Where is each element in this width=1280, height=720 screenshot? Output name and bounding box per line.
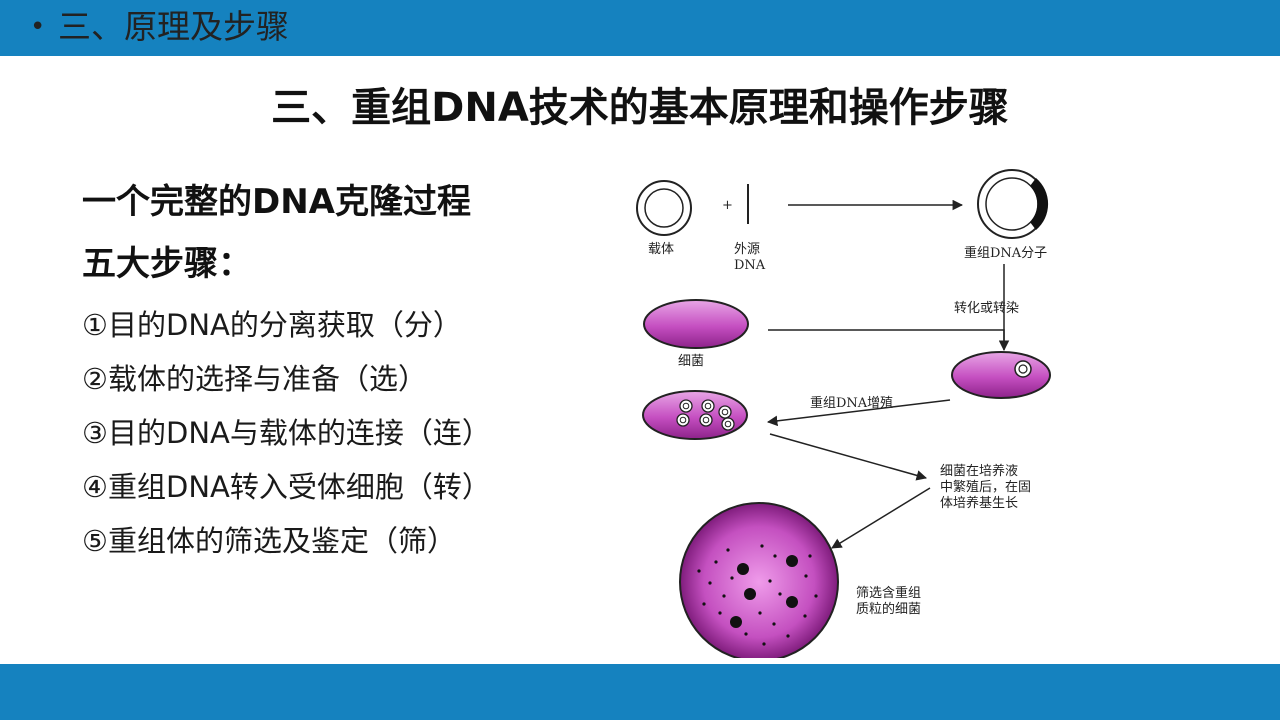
vector-label: 载体 <box>648 242 675 257</box>
step-item: ④重组DNA转入受体细胞（转） <box>82 470 491 504</box>
plating-arrow <box>831 487 931 549</box>
culture-label: 细菌在培养液 中繁殖后，在固 体培养基生长 <box>940 464 1032 511</box>
section-title: 三、原理及步骤 <box>58 7 289 46</box>
recombinant-plasmid-icon <box>977 169 1049 239</box>
vector-plasmid-icon <box>636 180 692 236</box>
five-steps-heading: 五大步骤： <box>82 244 252 284</box>
footer-bar <box>0 664 1280 720</box>
header-bar <box>0 0 1280 56</box>
step-item: ②载体的选择与准备（选） <box>82 362 427 396</box>
slide-title: 三、重组DNA技术的基本原理和操作步骤 <box>271 85 1009 131</box>
amplify-label: 重组DNA增殖 <box>810 396 894 411</box>
clone-process-heading: 一个完整的DNA克隆过程 <box>82 182 471 222</box>
transform-label: 转化或转染 <box>954 301 1020 316</box>
transformed-bacterium-icon <box>951 351 1051 399</box>
step-item: ③目的DNA与载体的连接（连） <box>82 416 491 450</box>
culture-arrow <box>769 433 928 481</box>
step-item: ⑤重组体的筛选及鉴定（筛） <box>82 524 456 558</box>
section-bullet-title: • 三、原理及步骤 <box>30 6 300 48</box>
dna-cloning-diagram: 载体 + 外源 DNA 重组DNA分子 转化或转染 细菌 重组DNA增殖 细菌在… <box>620 158 1080 658</box>
amplified-bacterium-icon <box>642 390 748 440</box>
screen-label: 筛选含重组 质粒的细菌 <box>856 586 922 617</box>
amplify-arrow <box>766 399 951 427</box>
left-text-block: 一个完整的DNA克隆过程 五大步骤： ①目的DNA的分离获取（分） ②载体的选择… <box>82 176 602 568</box>
recombinant-dna-label: 重组DNA分子 <box>964 246 1048 261</box>
transform-arrow <box>768 329 1010 352</box>
bullet-dot: • <box>30 12 46 42</box>
foreign-dna-label: 外源 DNA <box>734 242 766 273</box>
step-item: ①目的DNA的分离获取（分） <box>82 308 462 342</box>
plus-sign: + <box>722 198 733 213</box>
diagram-drawing <box>636 169 1051 658</box>
petri-dish-icon <box>679 502 839 658</box>
bacterium-icon <box>643 299 749 349</box>
steps-list: ①目的DNA的分离获取（分） ②载体的选择与准备（选） ③目的DNA与载体的连接… <box>82 298 602 568</box>
bacteria-label: 细菌 <box>678 354 705 369</box>
